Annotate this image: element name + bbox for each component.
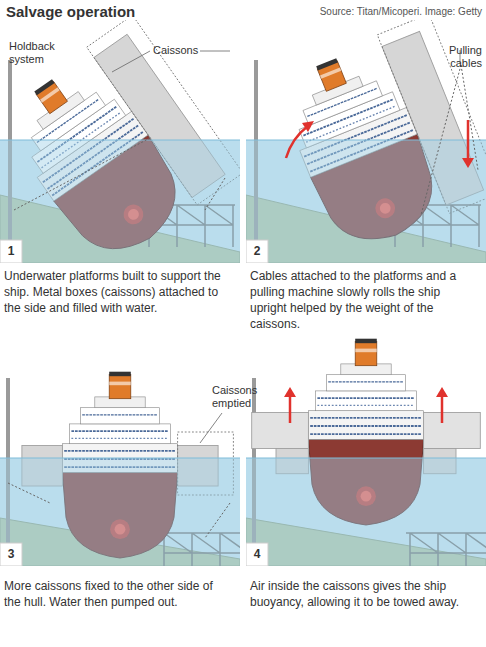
rotate-arrow xyxy=(286,126,308,158)
lift-arrow xyxy=(289,395,292,423)
water-overlay xyxy=(246,140,486,263)
part-label: Caissons emptied xyxy=(212,384,270,410)
waterline xyxy=(246,140,486,141)
title: Salvage operation xyxy=(6,3,135,20)
callout-number: 3 xyxy=(0,543,22,566)
waterline xyxy=(246,458,486,459)
water-overlay xyxy=(246,458,486,566)
cable xyxy=(14,138,225,210)
leader-line xyxy=(112,51,150,72)
part-label: Holdback system xyxy=(9,40,69,66)
panel xyxy=(246,14,486,263)
cable xyxy=(8,483,230,538)
lift-arrow xyxy=(441,395,444,423)
arrow-head xyxy=(284,387,296,397)
callout-number: 2 xyxy=(246,240,268,263)
number-box xyxy=(246,543,268,566)
step-caption: More caissons fixed to the other side of… xyxy=(4,578,232,610)
part-label: Pulling cables xyxy=(432,44,482,70)
water xyxy=(0,458,240,566)
step-caption: Cables attached to the platforms and a p… xyxy=(250,268,476,332)
pull-arrow xyxy=(467,120,470,160)
water-overlay xyxy=(0,458,240,566)
water xyxy=(246,458,486,566)
water-overlay xyxy=(0,140,240,263)
sky xyxy=(246,333,486,566)
sky xyxy=(0,333,240,566)
caisson xyxy=(424,413,481,449)
number-box xyxy=(0,543,22,566)
callout-number: 1 xyxy=(0,240,22,263)
arrow-head xyxy=(462,158,474,168)
pulling-cable xyxy=(421,65,478,215)
panel xyxy=(0,333,250,575)
callout-number: 4 xyxy=(246,543,268,566)
leader-line xyxy=(200,413,222,443)
arrow-head xyxy=(436,387,448,397)
step-caption: Air inside the caissons gives the ship b… xyxy=(250,578,476,610)
leader-line xyxy=(200,51,230,52)
panel xyxy=(246,333,486,575)
sky xyxy=(0,20,240,263)
sky xyxy=(246,20,486,263)
ship-group xyxy=(0,15,243,271)
number-box xyxy=(246,240,268,263)
waterline xyxy=(0,140,240,141)
part-label: Caissons xyxy=(153,44,213,56)
source-note: Source: Titan/Micoperi. Image: Getty xyxy=(262,6,482,17)
water xyxy=(246,140,486,263)
waterline xyxy=(0,458,240,459)
panel xyxy=(0,15,243,271)
caisson xyxy=(252,413,309,449)
number-box xyxy=(0,240,22,263)
water xyxy=(0,140,240,263)
step-caption: Underwater platforms built to support th… xyxy=(4,268,232,316)
arrow-head xyxy=(302,121,314,132)
